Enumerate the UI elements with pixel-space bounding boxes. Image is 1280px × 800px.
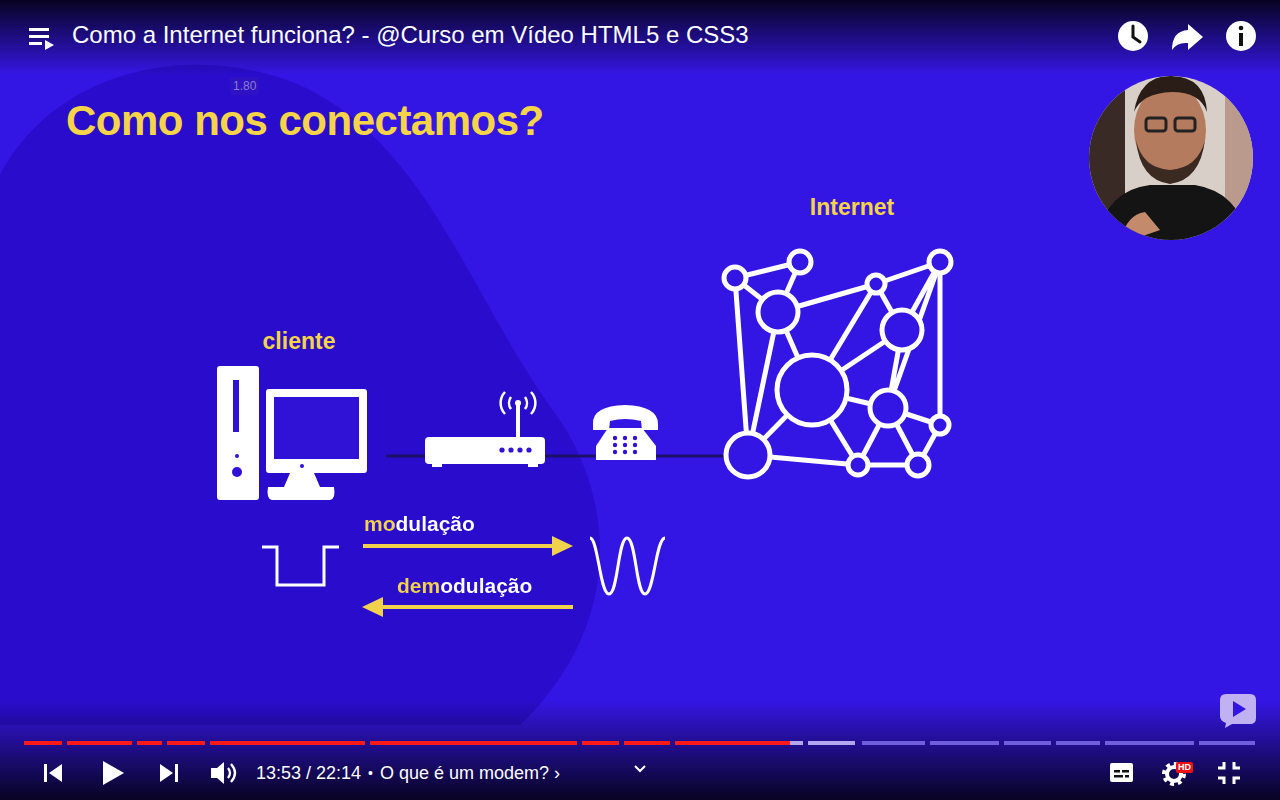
speed-indicator-box: 1.80 — [230, 76, 259, 94]
demodulation-arrow — [362, 597, 573, 617]
modem-icon — [425, 392, 545, 467]
network-graph — [724, 251, 951, 477]
square-wave — [262, 547, 339, 585]
video-title: Como a Internet funciona? - @Curso em Ví… — [72, 21, 749, 48]
previous-icon — [44, 764, 62, 782]
captions-icon — [1110, 763, 1133, 782]
background-blob — [0, 65, 600, 725]
node-heading: Internet — [726, 193, 978, 221]
bottom-shade — [0, 700, 1280, 800]
channel-logo — [1220, 694, 1256, 728]
time-chapter-row: 13:53 / 22:14 • O que é um modem? › — [256, 761, 560, 785]
node-heading: cliente — [212, 327, 386, 355]
modulation-arrow — [363, 536, 573, 556]
computer-icon — [217, 366, 367, 500]
hd-badge: HD — [1176, 762, 1193, 773]
fullscreen-exit-icon — [1218, 762, 1240, 784]
chapter-title: O que é um modem? › — [380, 761, 560, 785]
progress-bar — [24, 741, 1255, 745]
presenter-webcam — [1085, 72, 1257, 244]
hd-badge-box: HD — [1176, 762, 1193, 773]
chapter-chevron — [635, 766, 645, 771]
separator-dot: • — [368, 761, 373, 785]
playlist-icon — [29, 28, 54, 50]
time-display: 13:53 / 22:14 — [256, 761, 361, 785]
top-shade — [0, 0, 1280, 75]
info-icon — [1226, 21, 1256, 51]
watch-later-icon — [1118, 21, 1148, 51]
modulation-label: modulação — [364, 511, 475, 537]
volume-icon — [211, 762, 235, 784]
slide-title: Como nos conectamos? — [66, 96, 544, 146]
modulation-label-box: modulação — [364, 511, 475, 537]
demodulation-label: demodulação — [397, 573, 532, 599]
sine-wave — [590, 538, 665, 594]
play-icon — [103, 761, 124, 785]
speed-indicator: 1.80 — [230, 77, 259, 95]
video-title-box: Como a Internet funciona? - @Curso em Ví… — [72, 21, 749, 49]
slide-title-box: Como nos conectamos? — [66, 96, 544, 146]
internet-network: Internet — [726, 193, 978, 485]
share-icon — [1172, 24, 1203, 50]
telephone-icon — [593, 405, 658, 460]
client-computer: cliente — [212, 327, 386, 507]
next-icon — [160, 764, 178, 782]
demodulation-label-box: demodulação — [397, 573, 532, 599]
